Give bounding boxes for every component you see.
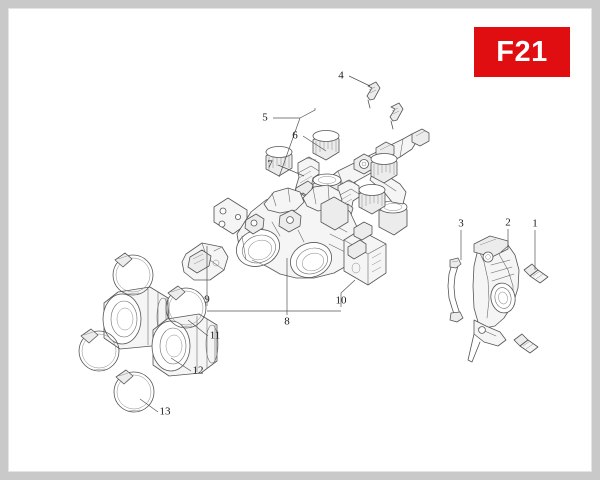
callout-label-6: 6 bbox=[292, 130, 298, 142]
injector-insulator-4 bbox=[358, 184, 386, 215]
callout-label-9: 9 bbox=[204, 294, 210, 306]
callout-leader-lines bbox=[139, 75, 536, 413]
throttle-body-assembly bbox=[236, 184, 359, 279]
injector-insulator-1 bbox=[312, 130, 340, 161]
hose-clamp-1 bbox=[112, 252, 154, 296]
callout-label-7: 7 bbox=[267, 159, 273, 171]
page-code-badge: F21 bbox=[474, 27, 570, 77]
callout-label-12: 12 bbox=[193, 365, 204, 377]
housing-screw-1 bbox=[523, 263, 549, 284]
fuel-rail-screw-1 bbox=[366, 81, 381, 109]
air-intake-housing bbox=[467, 235, 520, 363]
callout-label-8: 8 bbox=[284, 316, 290, 328]
injector-insulator-2 bbox=[265, 146, 293, 177]
hose-clamp-3 bbox=[78, 328, 120, 372]
callout-label-4: 4 bbox=[338, 70, 344, 82]
diagram-canvas: F21 bbox=[8, 8, 592, 472]
callout-label-5: 5 bbox=[262, 112, 268, 124]
callout-label-2: 2 bbox=[505, 217, 511, 229]
injector-insulator-3 bbox=[370, 153, 398, 184]
callout-label-3: 3 bbox=[458, 218, 464, 230]
hose-clamp-4 bbox=[113, 369, 155, 413]
throttle-position-sensor bbox=[343, 221, 387, 286]
intake-manifold-boot-left bbox=[102, 286, 170, 350]
callout-label-1: 1 bbox=[532, 218, 538, 230]
callout-labels: 1 2 3 4 5 6 7 8 9 10 11 12 13 bbox=[160, 70, 538, 418]
hose-clamp-2 bbox=[165, 285, 207, 329]
wiring-harness-strap bbox=[447, 257, 464, 323]
callout-label-13: 13 bbox=[160, 406, 172, 418]
page-code-label: F21 bbox=[496, 35, 548, 68]
intake-air-temp-sensor bbox=[181, 242, 229, 281]
callout-label-11: 11 bbox=[210, 330, 221, 342]
housing-screw-2 bbox=[513, 333, 539, 354]
intake-manifold-boot-right bbox=[151, 313, 219, 377]
parts-diagram: 1 2 3 4 5 6 7 8 9 10 11 12 13 bbox=[78, 70, 549, 418]
fuel-rail-screw-2 bbox=[389, 102, 404, 130]
callout-label-10: 10 bbox=[336, 295, 348, 307]
